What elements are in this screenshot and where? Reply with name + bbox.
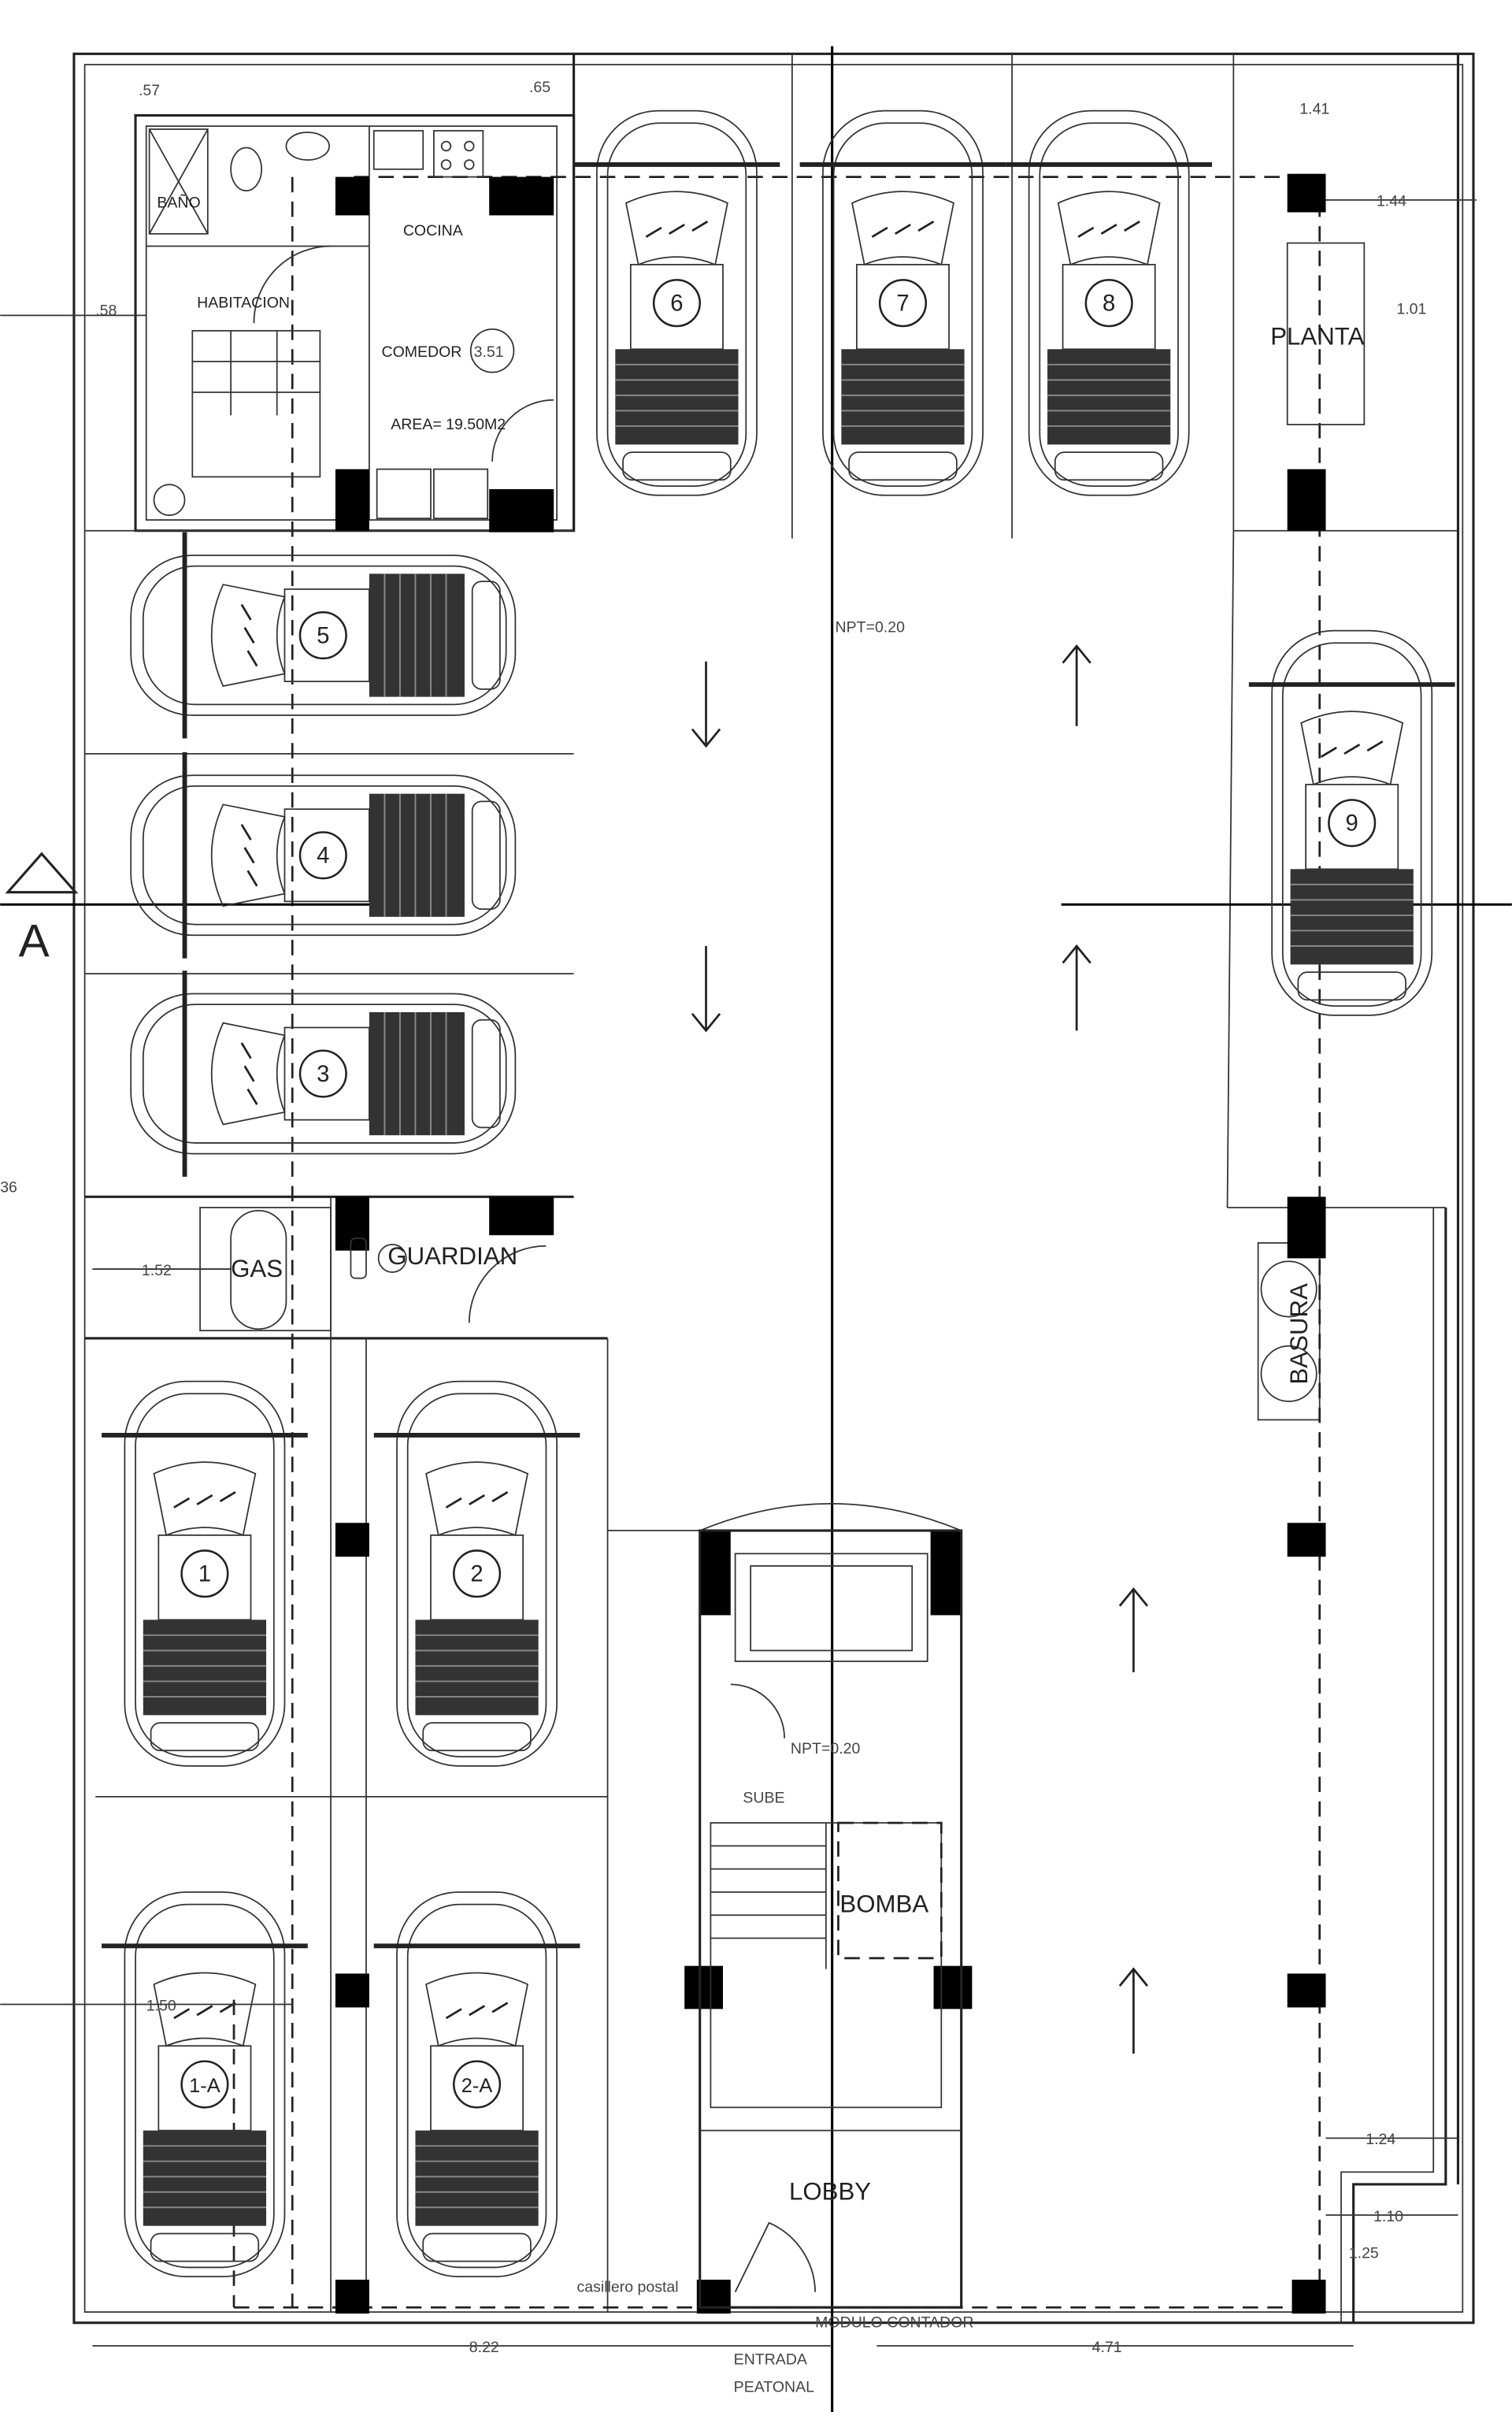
dim-057: .57 [139,82,160,99]
arrow-up-icon [1118,1587,1149,1672]
arrow-up-icon [1062,944,1091,1031]
apartment-furniture [148,128,554,519]
section-label: A [19,916,50,967]
circulation-arrows [691,644,1149,2054]
peatonal-label: PEATONAL [734,2379,814,2396]
space-number: 6 [670,290,683,316]
space-number-circle [180,1549,229,1598]
dim-471: 4.71 [1092,2339,1122,2356]
room-lobby: LOBBY [789,2178,871,2206]
parking-space-8: 8 [1006,111,1212,495]
entrada-label: ENTRADA [734,2351,807,2368]
level-stair: NPT=0.20 [791,1740,861,1757]
space-number: 3 [317,1061,329,1087]
modulo-contador: MODULO CONTADOR [815,2314,973,2332]
space-number: 1-A [189,2075,220,2097]
parking-space-3: 3 [131,970,515,1177]
space-number-circle [180,2060,229,2109]
level-top: NPT=0.20 [836,619,906,636]
parking-space-5: 5 [131,532,515,739]
parking-space-7: 7 [800,111,1006,495]
room-guardian: GUARDIAN [387,1242,517,1270]
dim-124: 1.24 [1366,2131,1395,2148]
stair-sube: SUBE [743,1790,784,1807]
dimension-lines [0,199,1477,2347]
space-number-circle [298,831,347,880]
service-fixtures [230,242,1366,1402]
dim-101: 1.01 [1396,300,1426,317]
space-number: 2-A [461,2075,493,2097]
parking-space-2: 2 [374,1382,580,1766]
dim-150: 1.50 [146,1997,176,2014]
dim-144: 1.44 [1377,193,1406,210]
parking-space-2-A: 2-A [374,1892,580,2277]
arrow-down-icon [691,945,721,1033]
dim-065: .65 [529,79,550,96]
room-planta: PLANTA [1270,322,1364,350]
stair-core [699,1503,963,2309]
room-habitacion: HABITACION [197,295,290,312]
parking-space-4: 4 [131,752,515,959]
parking-spaces: 1 2 1-A 2-A 3 4 5 6 7 8 9 [102,111,1455,2277]
space-number-circle [298,610,347,660]
space-number: 7 [896,290,909,316]
outer-walls [72,52,1475,2325]
space-number: 4 [317,843,329,869]
arrow-up-icon [1062,644,1091,726]
space-number-circle [1084,279,1133,328]
parking-space-6: 6 [574,111,780,495]
dim-822: 8.22 [469,2339,499,2356]
space-number: 8 [1102,290,1115,316]
parking-space-9: 9 [1249,631,1455,1015]
dim-36: 36 [0,1178,17,1196]
room-comedor: COMEDOR [381,343,461,361]
space-number: 9 [1346,811,1358,837]
room-gas: GAS [231,1255,283,1282]
space-number: 2 [470,1560,483,1586]
room-basura: BASURA [1285,1283,1313,1385]
labels: .57 .65 .58 BAÑO HABITACION COCINA COMED… [0,79,1426,2395]
dim-141: 1.41 [1299,101,1329,118]
space-number-circle [453,1549,502,1598]
space-number: 5 [317,622,329,648]
room-cocina: COCINA [403,222,463,239]
dim-351: 3.51 [474,343,504,361]
dim-110: 1.10 [1373,2208,1403,2225]
structural-columns [335,173,1326,2314]
axis-lines [0,46,1512,2412]
section-marker-a: A [5,852,79,967]
arrow-down-icon [691,661,721,748]
dim-058: .58 [95,302,117,319]
space-number: 1 [198,1560,211,1586]
dim-152: 1.52 [142,1262,172,1279]
space-number-circle [298,1049,347,1098]
room-bano: BAÑO [157,193,200,212]
room-bomba: BOMBA [839,1890,928,1917]
parking-space-1-A: 1-A [102,1892,308,2277]
space-number-circle [1328,799,1377,848]
apartment-area: AREA= 19.50M2 [391,416,506,433]
arrow-up-icon [1118,1967,1149,2054]
dim-125: 1.25 [1349,2245,1379,2262]
space-number-circle [652,279,701,328]
parking-space-1: 1 [102,1382,308,1766]
casillero-postal: casillero postal [576,2279,678,2296]
space-number-circle [453,2060,502,2109]
space-number-circle [878,279,928,328]
